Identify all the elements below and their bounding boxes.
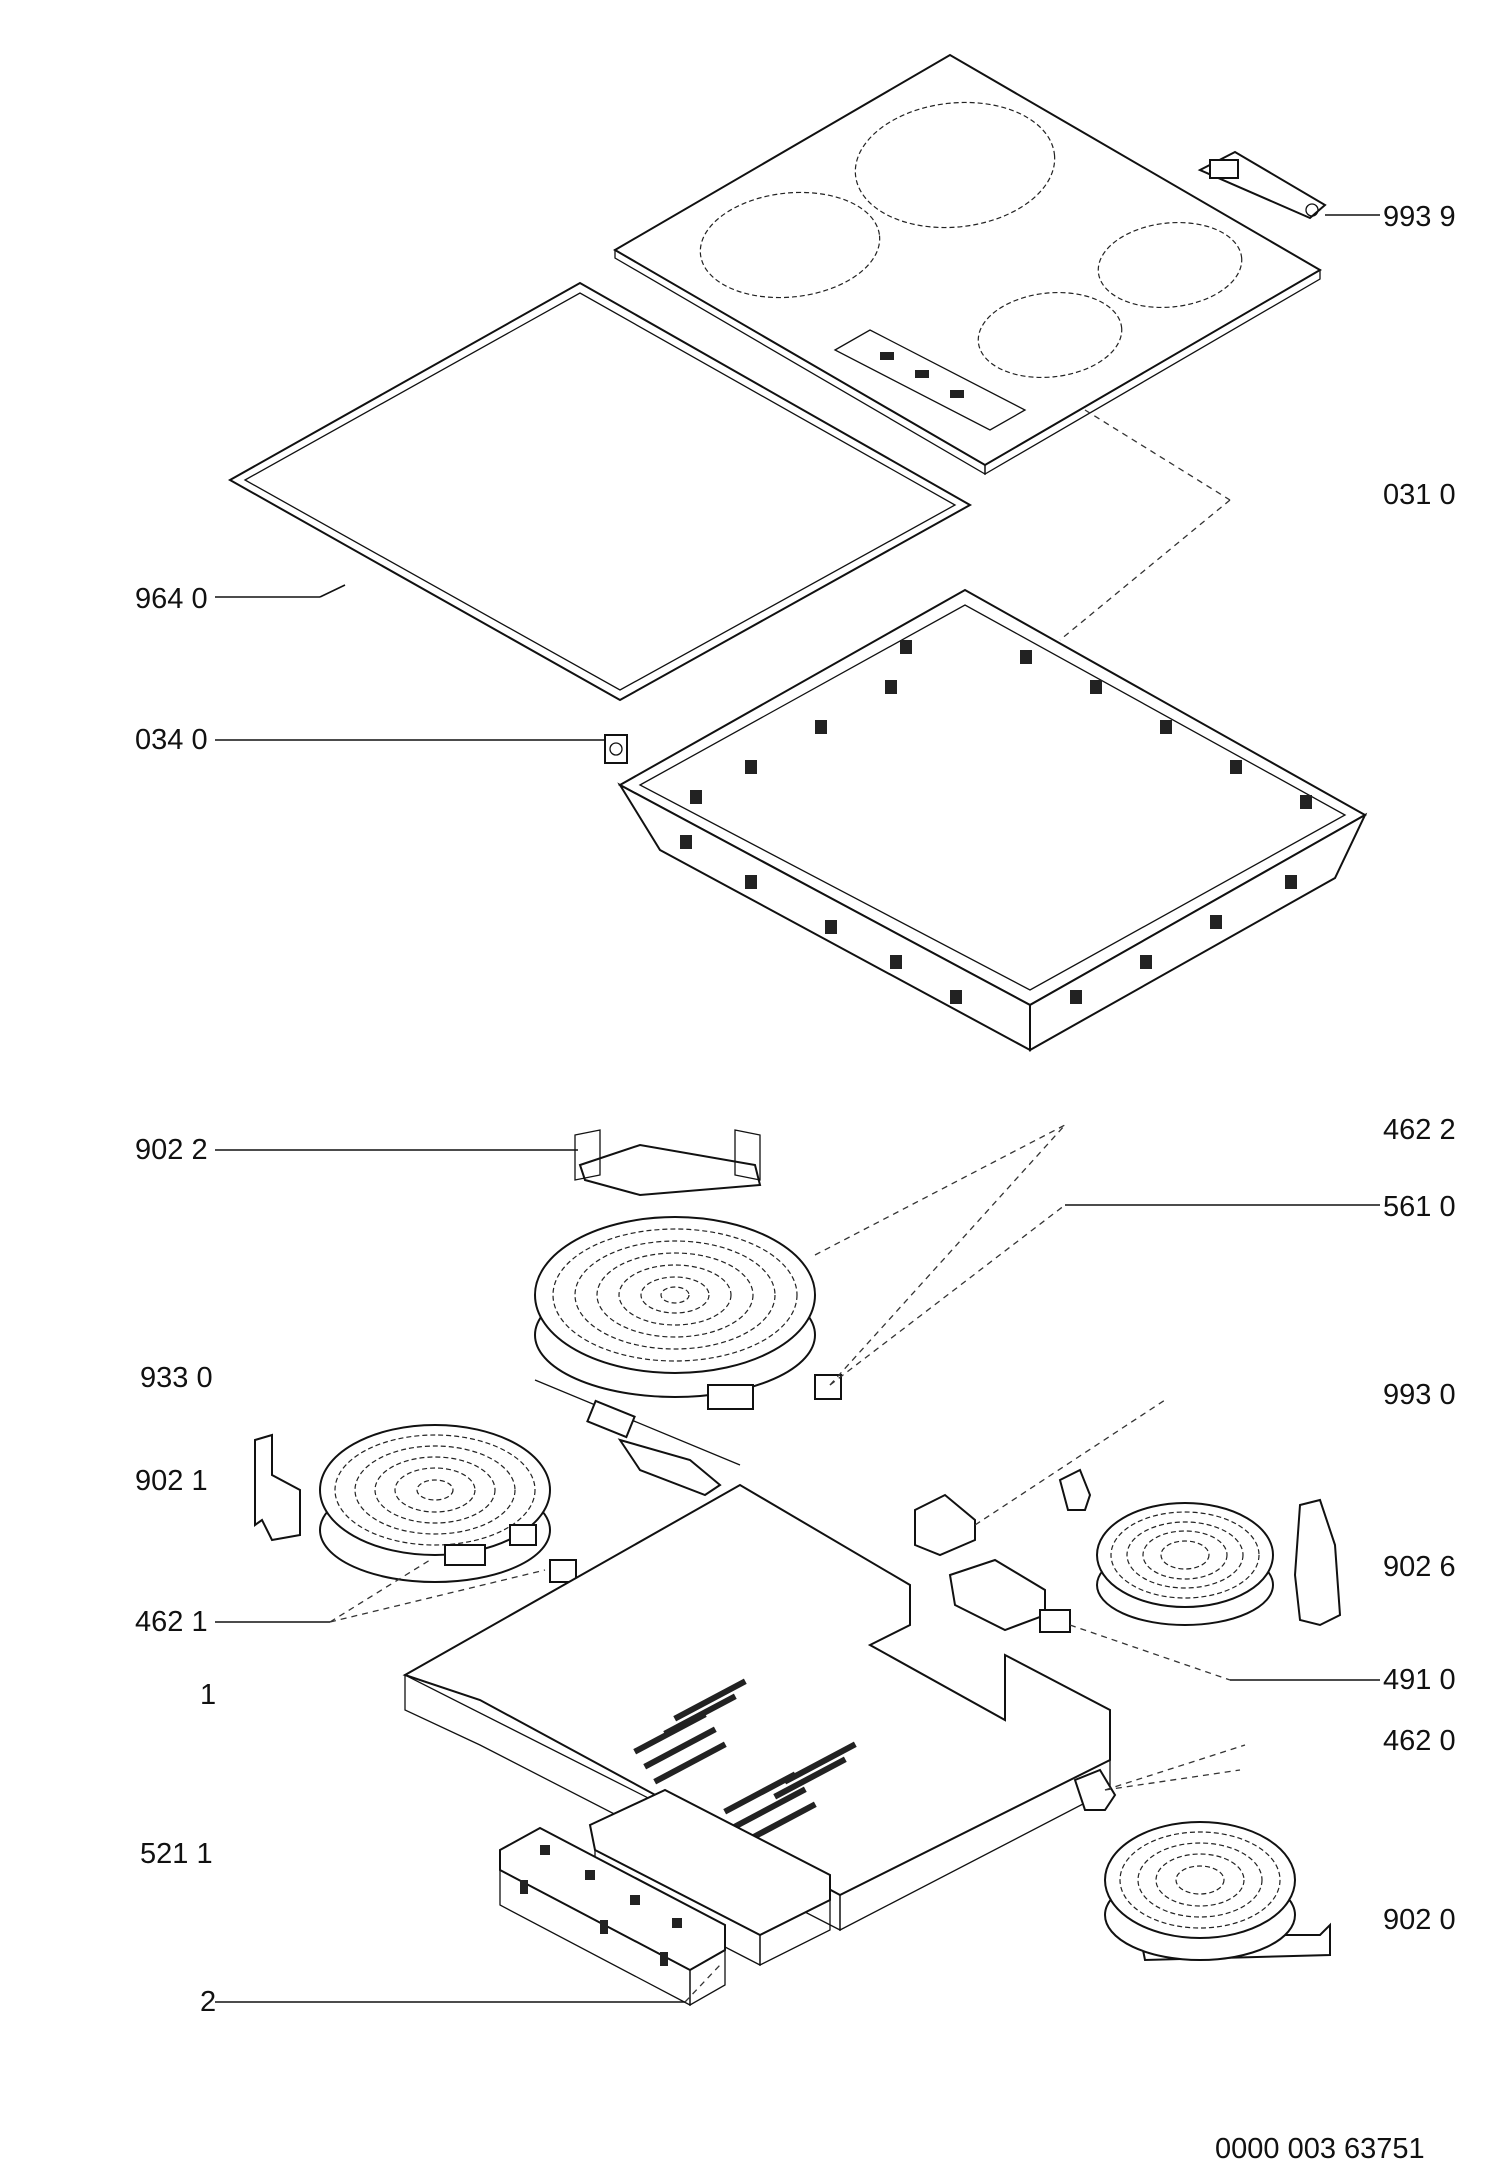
callout-9939: 993 9 <box>1383 201 1456 233</box>
document-number: 0000 003 63751 <box>1215 2133 1425 2165</box>
callout-9026: 902 6 <box>1383 1551 1456 1583</box>
control-housing <box>588 1788 831 1967</box>
clip-part-9939 <box>1197 150 1327 220</box>
control-module-5211 <box>499 1826 726 2007</box>
connector-part-4910 <box>948 1558 1071 1633</box>
callout-9930: 993 0 <box>1383 1379 1456 1411</box>
callout-0340: 034 0 <box>135 724 208 756</box>
callout-4621: 462 1 <box>135 1606 208 1638</box>
callout-0310: 031 0 <box>1383 479 1456 511</box>
large-heating-element <box>534 1216 842 1410</box>
callout-5610: 561 0 <box>1383 1191 1456 1223</box>
callout-9022: 902 2 <box>135 1134 208 1166</box>
vent-grille-left <box>633 1678 747 1785</box>
leader-lines <box>215 214 1380 2003</box>
front-right-heating-element <box>1073 1768 1331 1962</box>
tray-slots <box>680 640 1312 1004</box>
control-panel-print <box>833 329 1027 431</box>
glass-cooktop <box>613 53 1322 476</box>
callout-9330: 933 0 <box>140 1362 213 1394</box>
right-small-heating-element <box>1058 1468 1342 1627</box>
bracket-part-0340 <box>604 734 628 764</box>
switch-part-9930 <box>914 1493 976 1557</box>
callout-5211: 521 1 <box>140 1838 213 1870</box>
gasket-frame <box>227 281 973 702</box>
left-heating-element <box>254 1424 577 1583</box>
callout-9640: 964 0 <box>135 583 208 615</box>
cooking-zone-outlines <box>699 101 1243 379</box>
callout-4622: 462 2 <box>1383 1114 1456 1146</box>
callout-9020: 902 0 <box>1383 1904 1456 1936</box>
vent-grille-right <box>723 1741 857 1845</box>
callout-4910: 491 0 <box>1383 1664 1456 1696</box>
base-tray <box>402 1483 1111 1932</box>
bracket-part-9022 <box>574 1129 762 1197</box>
temperature-limiter <box>534 1379 741 1497</box>
callout-9021: 902 1 <box>135 1465 208 1497</box>
callout-1: 1 <box>200 1679 217 1711</box>
callout-2: 2 <box>200 1986 217 2018</box>
callout-4620: 462 0 <box>1383 1725 1456 1757</box>
cooktop-tray <box>617 588 1368 1052</box>
